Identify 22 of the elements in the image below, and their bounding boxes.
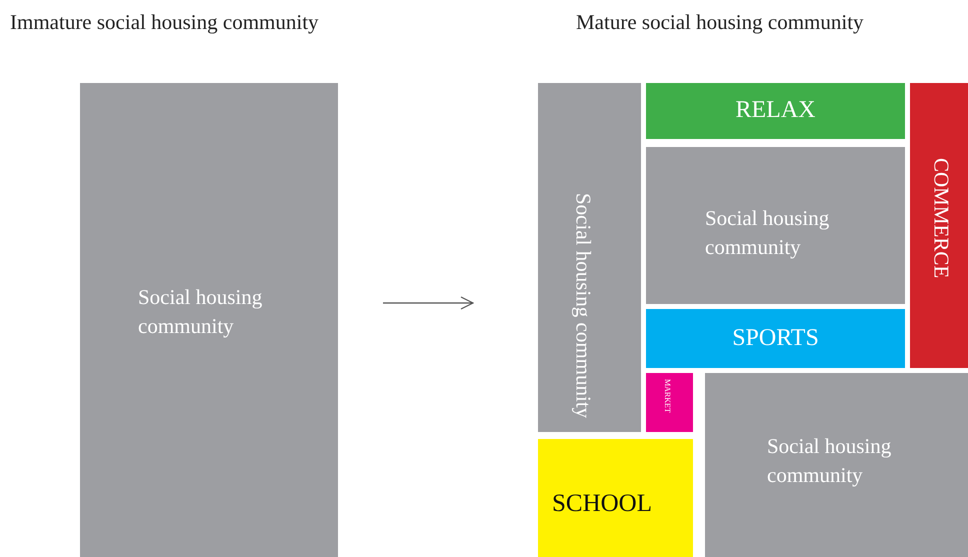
area-block: [910, 83, 968, 368]
tile-label: COMMERCE: [928, 158, 954, 278]
tile-label: SCHOOL: [552, 489, 652, 519]
area-block: [646, 83, 905, 139]
tile-label: SPORTS: [732, 324, 819, 353]
area-block: [705, 373, 968, 557]
tile-label: Social housing community: [570, 193, 596, 418]
community-group: [538, 83, 968, 557]
tile-label: Social housing community: [767, 433, 892, 490]
tile-label: Social housing community: [138, 284, 264, 340]
area-block: [80, 83, 338, 557]
tile-label: RELAX: [736, 96, 816, 126]
section-heading: Immature social housing community: [10, 10, 319, 35]
tile-label: Social housing community: [705, 205, 830, 262]
area-block: [538, 83, 641, 432]
tile-label: MARKET: [662, 379, 674, 413]
area-block: [646, 147, 905, 304]
area-block: [646, 373, 693, 432]
area-block: [646, 309, 905, 368]
section-heading: Mature social housing community: [576, 10, 864, 35]
arrow: [383, 296, 474, 310]
area-block: [538, 439, 693, 557]
